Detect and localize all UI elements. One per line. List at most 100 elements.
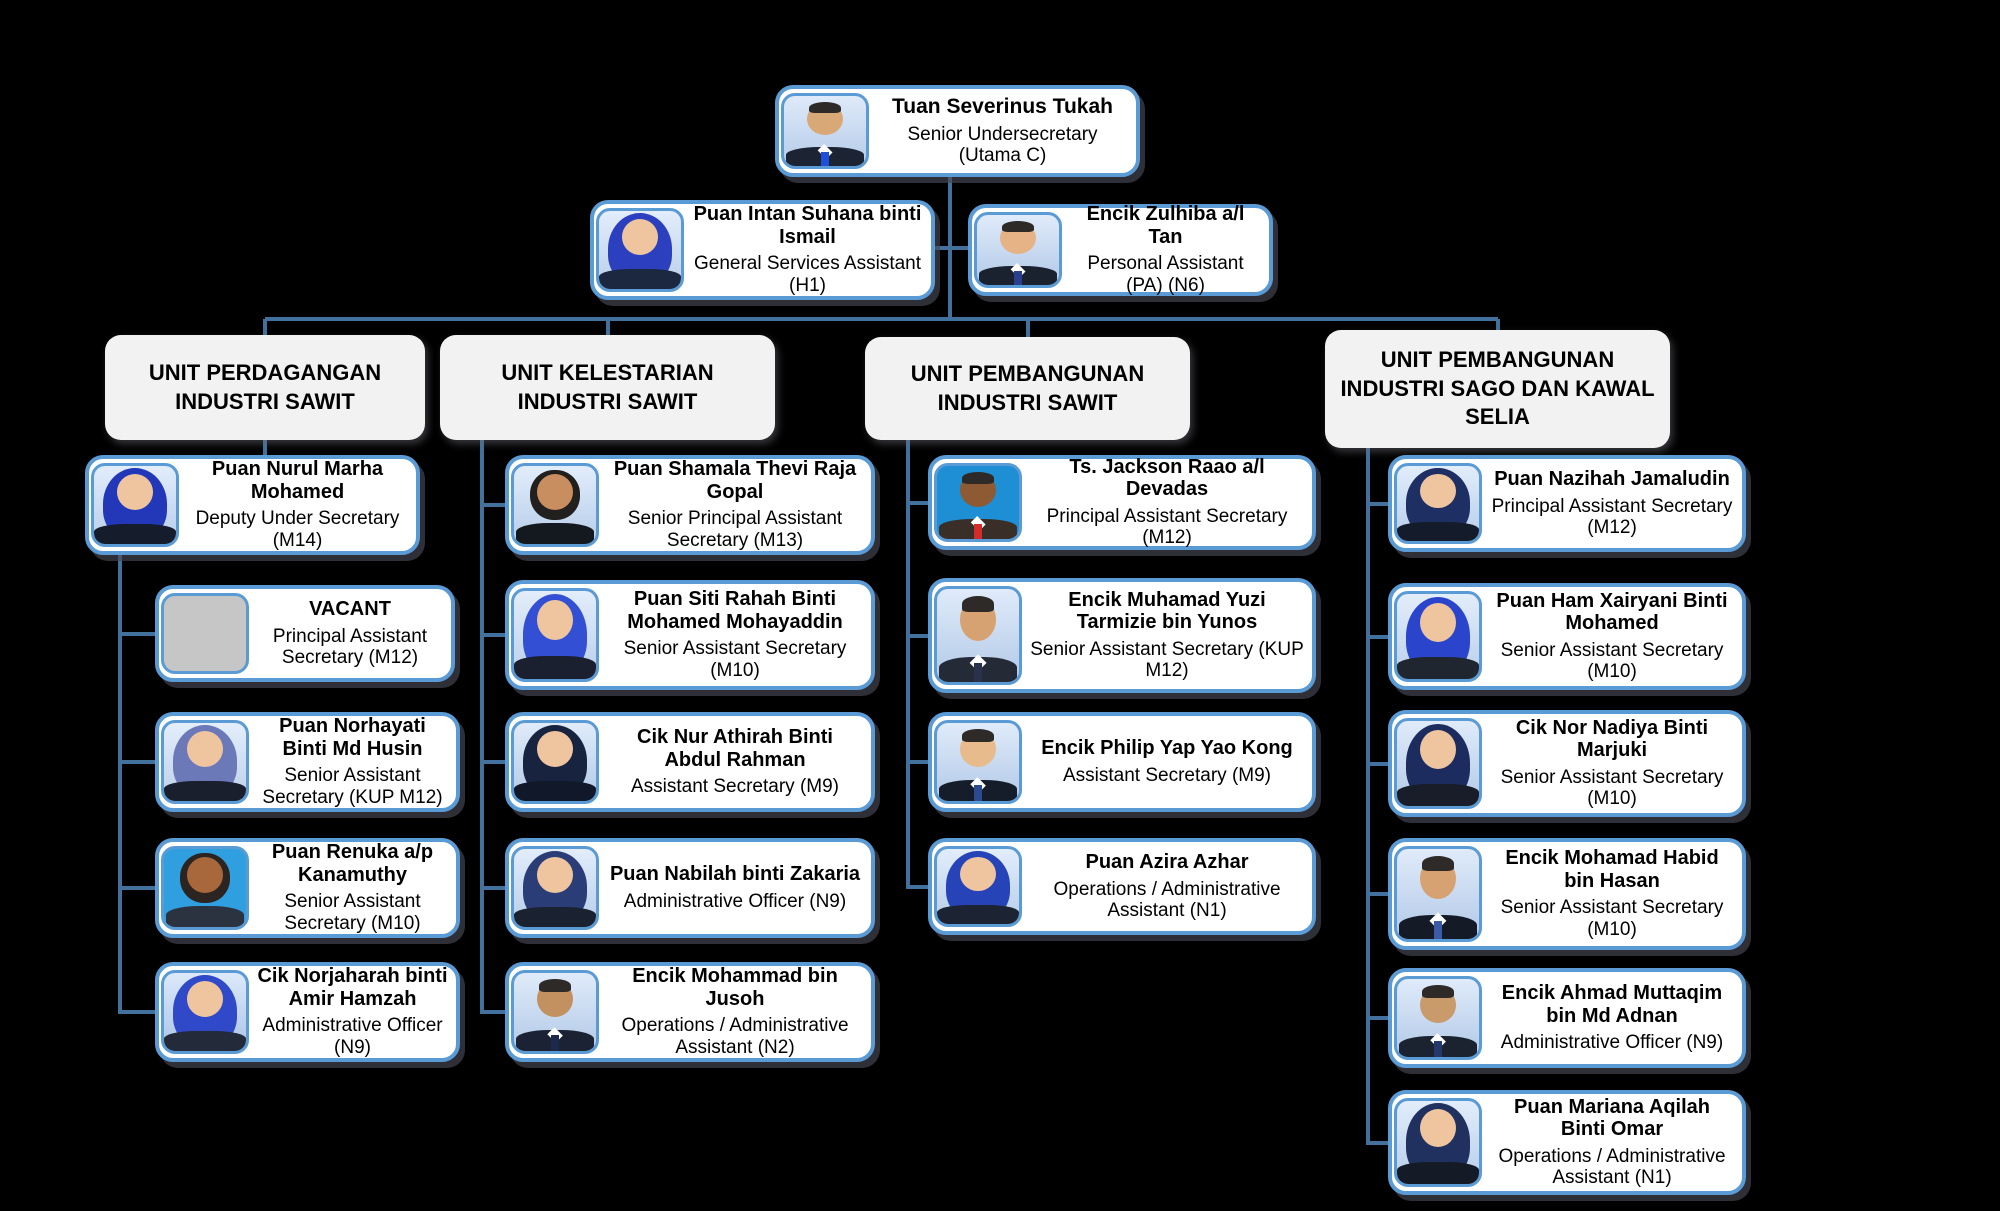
- connector-line: [118, 555, 122, 1014]
- tie-shape: [974, 524, 982, 539]
- tie-shape: [1434, 1041, 1442, 1057]
- face-shape: [621, 218, 659, 255]
- person-role: Senior Assistant Secretary (KUP M12): [262, 765, 443, 808]
- face-shape: [1419, 729, 1457, 769]
- face-shape: [186, 856, 224, 893]
- person-photo: [511, 588, 599, 682]
- person-role: Operations / Administrative Assistant (N…: [621, 1015, 849, 1058]
- vacant-photo-placeholder: [161, 593, 249, 674]
- person-name: Puan Mariana Aqilah Binti Omar: [1514, 1095, 1710, 1141]
- tie-shape: [1434, 921, 1442, 939]
- person-name: Puan Norhayati Binti Md Husin: [279, 715, 426, 760]
- person-name: Puan Shamala Thevi Raja Gopal: [613, 458, 857, 503]
- person-photo: [1394, 591, 1482, 682]
- attire-shape: [164, 1030, 246, 1051]
- unit-header: UNIT PEMBANGUNAN INDUSTRI SAWIT: [865, 337, 1190, 440]
- person-name: Puan Renuka a/p Kanamuthy: [271, 841, 434, 886]
- person-role: Senior Assistant Secretary (M10): [623, 638, 847, 681]
- unit-title: UNIT KELESTARIAN INDUSTRI SAWIT: [501, 359, 714, 414]
- connector-line: [1368, 634, 1390, 639]
- connector-line: [1368, 1016, 1390, 1020]
- person-name: Encik Mohammad bin Jusoh: [632, 965, 838, 1010]
- tie-shape: [974, 785, 982, 801]
- person-name: Ts. Jackson Raao a/l Devadas: [1069, 455, 1265, 501]
- face-shape: [536, 856, 574, 893]
- hair-shape: [1421, 856, 1455, 872]
- person-photo: [781, 93, 869, 169]
- connector-line: [1495, 319, 1500, 332]
- person-name: Encik Ahmad Muttaqim bin Md Adnan: [1501, 982, 1723, 1027]
- connector-line: [1368, 892, 1390, 896]
- person-role: Administrative Officer (N9): [1500, 1032, 1724, 1054]
- tie-shape: [974, 663, 982, 682]
- person-photo: [1394, 1098, 1482, 1187]
- connector-line: [605, 319, 610, 337]
- connector-line: [265, 317, 1498, 321]
- person-name: Puan Nabilah binti Zakaria: [609, 863, 861, 886]
- person-name: Cik Nur Athirah Binti Abdul Rahman: [637, 726, 833, 771]
- connector-line: [480, 438, 484, 1014]
- connector-line: [1366, 446, 1370, 1145]
- person-role: Principal Assistant Secretary (M12): [1491, 495, 1733, 539]
- person-photo: [934, 720, 1022, 804]
- person-name: Puan Nurul Marha Mohamed: [211, 458, 384, 503]
- attire-shape: [599, 268, 681, 289]
- unit-title: UNIT PERDAGANGAN INDUSTRI SAWIT: [148, 359, 382, 414]
- person-name: Cik Nor Nadiya Binti Marjuki: [1515, 716, 1709, 762]
- person-name: Puan Ham Xairyani Binti Mohamed: [1496, 589, 1728, 635]
- person-role: Senior Assistant Secretary (M10): [1500, 639, 1724, 683]
- person-role: Deputy Under Secretary (M14): [195, 508, 400, 551]
- person-role: Senior Assistant Secretary (M10): [1500, 897, 1724, 940]
- person-role: Administrative Officer (N9): [262, 1015, 443, 1058]
- connector-line: [1368, 761, 1390, 766]
- connector-line: [1025, 319, 1030, 339]
- face-shape: [1419, 473, 1457, 508]
- attire-shape: [1397, 783, 1479, 806]
- person-photo: [596, 208, 684, 292]
- person-photo: [511, 720, 599, 804]
- person-photo: [511, 463, 599, 547]
- attire-shape: [164, 780, 246, 801]
- connector-line: [908, 760, 930, 764]
- person-photo: [1394, 976, 1482, 1060]
- connector-line: [263, 440, 267, 457]
- face-shape: [536, 599, 574, 641]
- unit-header: UNIT PERDAGANGAN INDUSTRI SAWIT: [105, 335, 425, 440]
- hair-shape: [961, 596, 995, 613]
- hair-shape: [961, 729, 995, 743]
- person-name: Encik Mohamad Habid bin Hasan: [1505, 847, 1719, 892]
- face-shape: [536, 730, 574, 767]
- connector-line: [120, 886, 157, 890]
- person-name: Cik Norjaharah binti Amir Hamzah: [257, 965, 448, 1010]
- person-name: Encik Philip Yap Yao Kong: [1041, 737, 1293, 760]
- person-text: Puan Siti Rahah Binti Mohamed Mohayaddin…: [599, 586, 871, 683]
- unit-title: UNIT PEMBANGUNAN INDUSTRI SAWIT: [910, 360, 1145, 415]
- hair-shape: [1001, 220, 1035, 233]
- connector-line: [482, 1010, 507, 1014]
- attire-shape: [515, 522, 595, 544]
- attire-shape: [937, 904, 1019, 924]
- person-photo: [91, 463, 179, 547]
- person-photo: [1394, 463, 1482, 544]
- connector-line: [1368, 1140, 1390, 1145]
- tie-shape: [1014, 271, 1022, 285]
- tie-shape: [551, 1035, 559, 1051]
- person-role: Principal Assistant Secretary (M12): [1046, 505, 1288, 549]
- tie-shape: [821, 152, 829, 166]
